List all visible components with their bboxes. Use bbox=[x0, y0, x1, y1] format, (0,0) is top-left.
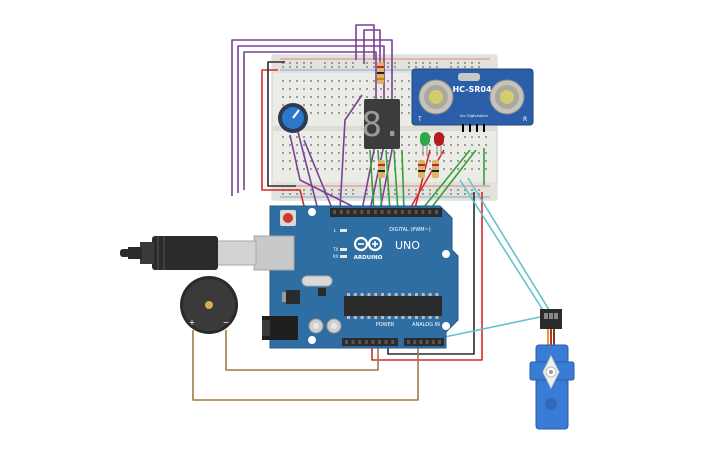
piezo-buzzer[interactable]: + − bbox=[180, 276, 238, 334]
potentiometer[interactable] bbox=[278, 103, 308, 133]
display-digit: 8. bbox=[362, 105, 403, 145]
wire-red-led bbox=[413, 149, 431, 213]
wire-black-gnd bbox=[267, 61, 296, 187]
usb-cable-icon bbox=[120, 236, 257, 270]
wire-cyan-1 bbox=[459, 179, 549, 319]
sensor-pin bbox=[469, 124, 471, 132]
wire-green-5 bbox=[401, 149, 405, 213]
seven-segment-display: 8. bbox=[362, 99, 403, 149]
sensor-pin bbox=[483, 124, 485, 132]
buzzer-plus-label: + bbox=[189, 318, 196, 327]
rx-label: RX bbox=[333, 254, 339, 259]
wire-red-5v bbox=[371, 192, 483, 361]
usb-cable bbox=[120, 236, 257, 270]
wire-purple-5 bbox=[363, 29, 381, 64]
sensor-model-label: HC-SR04 bbox=[452, 85, 492, 94]
power-header-label: POWER bbox=[376, 322, 395, 328]
wire-purple-mid bbox=[339, 94, 363, 211]
l-led-label: L bbox=[334, 228, 337, 233]
servo-motor-icon bbox=[529, 309, 575, 430]
wire-green-6 bbox=[419, 149, 471, 213]
arduino-logo-icon bbox=[353, 236, 383, 252]
wire-cyan-3 bbox=[429, 315, 546, 341]
tx-label: TX bbox=[332, 247, 338, 252]
wire-purple-pot bbox=[297, 131, 319, 211]
sensor-pin-label: Echo bbox=[473, 114, 482, 118]
wire-cyan-2 bbox=[467, 177, 555, 319]
analog-header-label: ANALOG IN bbox=[412, 322, 440, 328]
wires bbox=[192, 24, 555, 401]
sensor-pin-label: Vcc bbox=[460, 114, 466, 118]
arduino-uno-board[interactable]: DIGITAL (PWM~) ARDUINO UNO TX RX L bbox=[253, 205, 459, 349]
wire-green-1 bbox=[369, 149, 375, 213]
wire-purple-4 bbox=[355, 24, 375, 60]
wire-green-4 bbox=[393, 149, 399, 213]
led-red[interactable] bbox=[434, 132, 444, 156]
arduino-model-label: UNO bbox=[395, 239, 420, 252]
sensor-pin bbox=[462, 124, 464, 132]
buzzer-minus-label: − bbox=[223, 318, 230, 327]
sensor-r-mark: R bbox=[523, 116, 527, 123]
sensor-pin-label: Trig bbox=[466, 114, 473, 118]
sensor-t-mark: T bbox=[417, 116, 422, 123]
led-green[interactable] bbox=[420, 132, 430, 156]
digital-header-label: DIGITAL (PWM~) bbox=[389, 227, 431, 233]
wire-green-2 bbox=[377, 149, 383, 213]
wire-green-3 bbox=[385, 149, 391, 213]
wire-green-7 bbox=[427, 149, 477, 213]
reset-button[interactable] bbox=[283, 213, 293, 223]
sensor-pin-label: Gnd bbox=[480, 114, 487, 118]
servo-motor[interactable] bbox=[529, 309, 575, 430]
wire-brown-2 bbox=[225, 330, 379, 371]
resistors bbox=[377, 62, 439, 178]
wire-brown-1 bbox=[192, 330, 419, 401]
arduino-brand-label: ARDUINO bbox=[354, 255, 383, 261]
sensor-pin bbox=[476, 124, 478, 132]
